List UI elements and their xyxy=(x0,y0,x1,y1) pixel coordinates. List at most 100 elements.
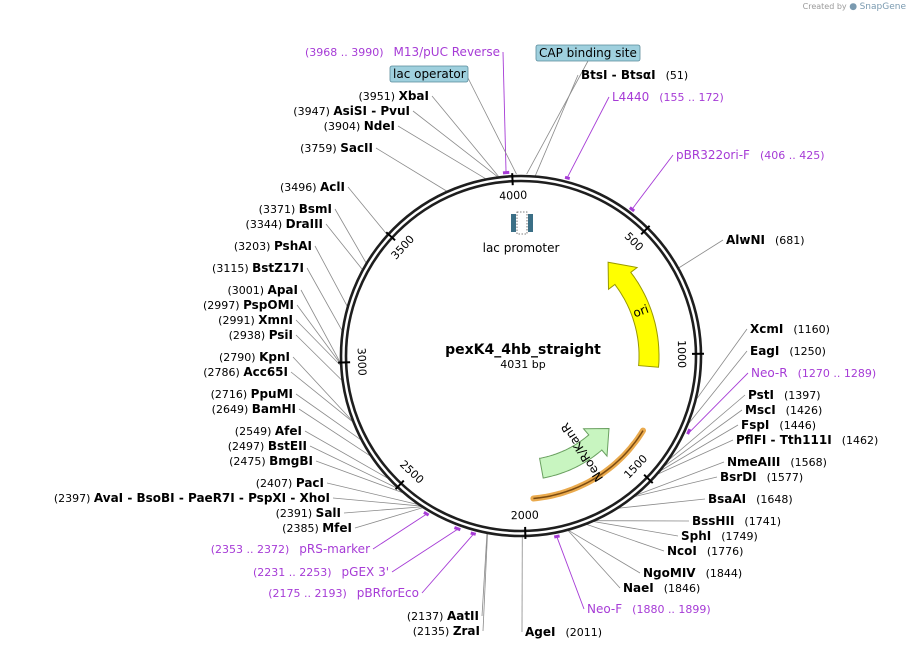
enzyme-leader-line xyxy=(661,424,739,471)
enzyme-label-btsi-bts-i[interactable]: BtsI - BtsαI(51) xyxy=(581,68,688,82)
enzyme-label-psii[interactable]: (2938) PsiI xyxy=(229,328,293,342)
enzyme-position: (2716) xyxy=(211,388,251,401)
credit-prefix: Created by xyxy=(802,2,847,11)
primer-mark-m13-puc-reverse[interactable] xyxy=(502,170,510,175)
neor-kanr-feature[interactable] xyxy=(539,427,610,479)
enzyme-label-psti[interactable]: PstI(1397) xyxy=(748,388,821,402)
primer-mark-neo-f[interactable] xyxy=(553,534,560,539)
feature-leader-line xyxy=(467,77,517,175)
enzyme-label-bsshii[interactable]: BssHII(1741) xyxy=(692,514,781,528)
feature-leader-line xyxy=(526,60,589,175)
enzyme-position: (2786) xyxy=(203,366,243,379)
primer-label-neo-f[interactable]: Neo-F(1880 .. 1899) xyxy=(587,602,711,616)
primer-label-l4440[interactable]: L4440(155 .. 172) xyxy=(612,90,724,104)
enzyme-position: (1397) xyxy=(784,389,821,402)
enzyme-leader-line xyxy=(309,445,398,489)
ruler-tick-label: 2000 xyxy=(511,509,539,523)
enzyme-position: (51) xyxy=(666,69,689,82)
enzyme-label-ppumi[interactable]: (2716) PpuMI xyxy=(211,387,293,401)
enzyme-position: (2649) xyxy=(212,403,252,416)
enzyme-label-pflfi-tth111i[interactable]: PflFI - Tth111I(1462) xyxy=(736,433,878,447)
enzyme-label-nmeaiii[interactable]: NmeAIII(1568) xyxy=(727,455,827,469)
enzyme-position: (2790) xyxy=(219,351,259,364)
primer-mark-neo-r[interactable] xyxy=(686,428,692,435)
enzyme-position: (1648) xyxy=(756,493,793,506)
enzyme-leader-line xyxy=(586,524,665,552)
enzyme-position: (1749) xyxy=(721,530,758,543)
enzyme-leader-line xyxy=(326,482,418,505)
enzyme-position: (2135) xyxy=(413,625,453,638)
enzyme-label-sali[interactable]: (2391) SalI xyxy=(276,506,341,520)
primer-label-pbrforeco[interactable]: (2175 .. 2193)pBRforEco xyxy=(268,586,419,600)
enzyme-label-pshai[interactable]: (3203) PshAI xyxy=(234,239,312,253)
enzyme-position: (1776) xyxy=(707,545,744,558)
primer-label-pbr322ori-f[interactable]: pBR322ori-F(406 .. 425) xyxy=(676,148,825,162)
enzyme-leader-line xyxy=(314,245,348,307)
enzyme-label-aatii[interactable]: (2137) AatII xyxy=(407,609,479,623)
enzyme-label-draiii[interactable]: (3344) DraIII xyxy=(246,217,323,231)
enzyme-label-ngomiv[interactable]: NgoMIV(1844) xyxy=(643,566,742,580)
ori-feature[interactable] xyxy=(607,261,660,368)
enzyme-leader-line xyxy=(343,506,422,514)
enzyme-label-bsteii[interactable]: (2497) BstEII xyxy=(228,439,307,453)
enzyme-label-sacii[interactable]: (3759) SacII xyxy=(300,141,373,155)
primer-label-prs-marker[interactable]: (2353 .. 2372)pRS-marker xyxy=(211,542,370,556)
lac-promoter-feature[interactable]: lac promoter xyxy=(483,211,560,255)
ruler-tick xyxy=(385,231,396,242)
enzyme-position: (1462) xyxy=(842,434,879,447)
enzyme-leader-line xyxy=(696,328,748,399)
enzyme-label-fspi[interactable]: FspI(1446) xyxy=(741,418,816,432)
enzyme-label-msci[interactable]: MscI(1426) xyxy=(745,403,822,417)
enzyme-label-naei[interactable]: NaeI(1846) xyxy=(623,581,700,595)
primer-mark-l4440[interactable] xyxy=(564,175,571,181)
enzyme-label-eagi[interactable]: EagI(1250) xyxy=(750,344,826,358)
enzyme-label-bsaai[interactable]: BsaAI(1648) xyxy=(708,492,793,506)
lac-operator-label[interactable]: lac operator xyxy=(389,65,469,83)
primer-mark-pbrforeco[interactable] xyxy=(470,531,477,536)
enzyme-label-avai-bsobi-paer7i-pspxi-xhoi[interactable]: (2397) AvaI - BsoBI - PaeR7I - PspXI - X… xyxy=(54,491,330,505)
enzyme-label-afei[interactable]: (2549) AfeI xyxy=(235,424,302,438)
enzyme-leader-line xyxy=(678,239,724,269)
enzyme-label-ndei[interactable]: (3904) NdeI xyxy=(324,119,395,133)
enzyme-label-pspomi[interactable]: (2997) PspOMI xyxy=(203,298,294,312)
enzyme-label-agei[interactable]: AgeI(2011) xyxy=(525,625,602,639)
enzyme-label-zrai[interactable]: (2135) ZraI xyxy=(413,624,480,638)
enzyme-position: (3951) xyxy=(359,90,399,103)
enzyme-label-bmgbi[interactable]: (2475) BmgBI xyxy=(229,454,313,468)
enzyme-label-kpni[interactable]: (2790) KpnI xyxy=(219,350,290,364)
enzyme-leader-line xyxy=(635,476,718,497)
enzyme-label-apai[interactable]: (3001) ApaI xyxy=(227,283,298,297)
enzyme-position: (2991) xyxy=(218,314,258,327)
primer-label-pgex-3[interactable]: (2231 .. 2253)pGEX 3' xyxy=(253,565,389,579)
enzyme-leader-line xyxy=(664,409,743,467)
cap-binding-site-label[interactable]: CAP binding site xyxy=(535,44,641,62)
enzyme-label-xbai[interactable]: (3951) XbaI xyxy=(359,89,429,103)
enzyme-label-xcmi[interactable]: XcmI(1160) xyxy=(750,322,830,336)
primer-mark-prs-marker[interactable] xyxy=(423,511,430,517)
enzyme-label-paci[interactable]: (2407) PacI xyxy=(256,476,324,490)
enzyme-position: (2385) xyxy=(282,522,322,535)
enzyme-label-alwni[interactable]: AlwNI(681) xyxy=(726,233,805,247)
enzyme-label-sphi[interactable]: SphI(1749) xyxy=(681,529,758,543)
enzyme-position: (3904) xyxy=(324,120,364,133)
enzyme-leader-line xyxy=(325,223,363,270)
primer-leader-line xyxy=(567,96,610,178)
primer-label-m13-puc-reverse[interactable]: (3968 .. 3990)M13/pUC Reverse xyxy=(305,45,500,59)
enzyme-label-xmni[interactable]: (2991) XmnI xyxy=(218,313,293,327)
enzyme-label-bstz17i[interactable]: (3115) BstZ17I xyxy=(212,261,304,275)
enzyme-label-ncoi[interactable]: NcoI(1776) xyxy=(667,544,743,558)
primer-label-neo-r[interactable]: Neo-R(1270 .. 1289) xyxy=(751,366,876,380)
primer-mark-pgex-3[interactable] xyxy=(453,526,461,532)
enzyme-position: (2549) xyxy=(235,425,275,438)
primer-mark-pbr322ori-f[interactable] xyxy=(628,206,636,213)
enzyme-label-acli[interactable]: (3496) AclI xyxy=(280,180,345,194)
enzyme-label-bsrdi[interactable]: BsrDI(1577) xyxy=(720,470,803,484)
enzyme-label-acc65i[interactable]: (2786) Acc65I xyxy=(203,365,288,379)
primer-leader-line xyxy=(421,534,474,594)
enzyme-label-mfei[interactable]: (2385) MfeI xyxy=(282,521,352,535)
enzyme-label-bsmi[interactable]: (3371) BsmI xyxy=(259,202,332,216)
enzyme-label-bamhi[interactable]: (2649) BamHI xyxy=(212,402,296,416)
enzyme-label-asisi-pvui[interactable]: (3947) AsiSI - PvuI xyxy=(293,104,410,118)
enzyme-leader-line xyxy=(669,394,746,460)
